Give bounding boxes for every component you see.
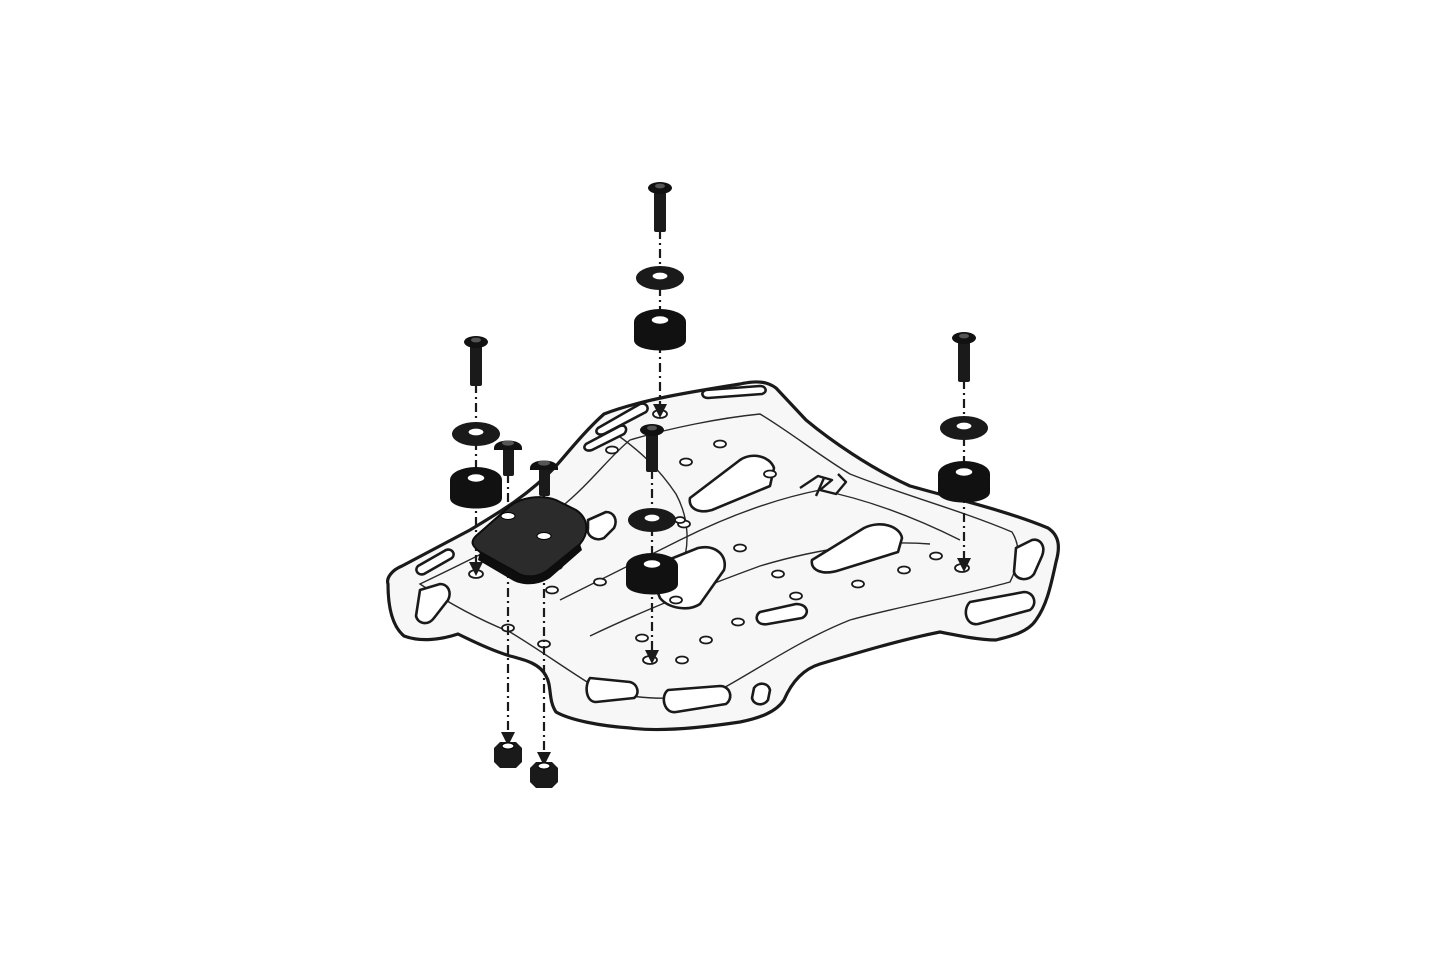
plate-cutout (810, 523, 904, 574)
plate-slot (415, 548, 455, 576)
brand-logo (799, 473, 848, 497)
plate-slot (585, 676, 639, 704)
plate-cutout (755, 602, 809, 626)
bolt (952, 332, 976, 382)
plate-slot (583, 424, 628, 452)
bolt (494, 440, 522, 476)
plate-slot (964, 590, 1036, 626)
rubber-grommet (450, 467, 502, 509)
hex-nut (530, 762, 558, 788)
flat-washer (628, 508, 676, 532)
hex-nut (494, 742, 522, 768)
plate-slot (1012, 538, 1045, 581)
bolt (530, 460, 558, 496)
plate-slot (750, 682, 772, 706)
assembly-arrows (469, 404, 971, 766)
flat-washer (452, 422, 500, 446)
plate-slot (586, 510, 617, 541)
plate-slot (701, 384, 767, 400)
rubber-grommet (938, 461, 990, 503)
plate-slot (595, 402, 649, 436)
bolt (464, 336, 488, 386)
rubber-grommet (626, 553, 678, 595)
plate-slot (662, 684, 732, 714)
adapter-plate (471, 496, 588, 585)
flat-washer (636, 266, 684, 290)
bolt (648, 182, 672, 232)
flat-washer (940, 416, 988, 440)
bolt (640, 424, 664, 472)
plate-slot (414, 582, 451, 625)
rubber-grommet (634, 309, 686, 351)
